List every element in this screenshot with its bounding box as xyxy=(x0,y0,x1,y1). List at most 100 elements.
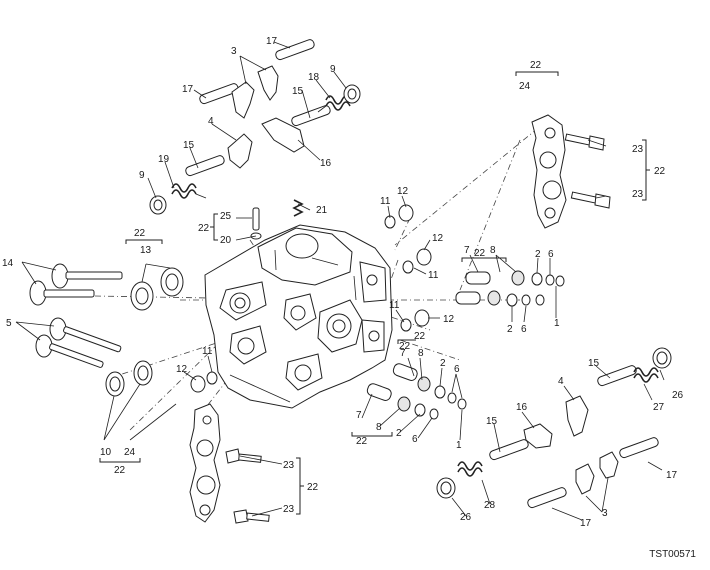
bolt-upper-1 xyxy=(564,133,605,151)
label-1: 1 xyxy=(456,440,462,451)
rocker-arm-3c xyxy=(575,463,595,495)
rocker-arm-4-lower xyxy=(565,395,589,437)
label-11: 11 xyxy=(389,300,400,311)
label-15: 15 xyxy=(588,358,600,369)
rocker-shaft-upper-c xyxy=(291,105,331,127)
tappet-group-lower xyxy=(392,363,467,410)
label-22: 22 xyxy=(114,465,126,476)
label-23: 23 xyxy=(283,460,295,471)
group-bracket-22-8 xyxy=(351,432,393,437)
label-22: 22 xyxy=(356,436,368,447)
label-22: 22 xyxy=(530,60,542,71)
label-8: 8 xyxy=(418,348,424,359)
tappet-group-upper-2 xyxy=(455,290,545,307)
label-5: 5 xyxy=(6,318,12,329)
label-23: 23 xyxy=(283,504,295,515)
label-11: 11 xyxy=(380,196,391,207)
cap-26-bottom xyxy=(436,477,456,499)
torsion-spring-19 xyxy=(171,183,207,199)
label-14: 14 xyxy=(2,258,14,269)
tappet-group-upper xyxy=(465,270,565,287)
cam-carrier-lower xyxy=(189,403,221,523)
label-22: 22 xyxy=(414,331,426,342)
torsion-spring-28 xyxy=(457,461,483,477)
rocker-arm-3d xyxy=(599,451,619,479)
label-15: 15 xyxy=(183,140,195,151)
seal-11-mid xyxy=(402,260,414,274)
label-1: 1 xyxy=(554,318,560,329)
label-18: 18 xyxy=(308,72,320,83)
label-28: 28 xyxy=(484,500,496,511)
rocker-shaft-lower-b xyxy=(619,437,659,459)
rocker-shaft-lower-a xyxy=(597,365,637,387)
rocker-shaft-lower-c xyxy=(489,439,529,461)
rocker-arm-3b xyxy=(257,65,279,101)
label-22: 22 xyxy=(307,482,319,493)
label-16: 16 xyxy=(320,158,332,169)
group-bracket-22-7 xyxy=(461,257,507,262)
exhaust-valve-1 xyxy=(49,317,122,353)
label-13: 13 xyxy=(140,245,152,256)
group-bracket-22-mid xyxy=(397,339,416,344)
cap-9-left xyxy=(149,195,167,215)
group-bracket-22-left xyxy=(99,458,141,463)
label-23: 23 xyxy=(632,144,644,155)
label-23: 23 xyxy=(632,189,644,200)
label-2: 2 xyxy=(396,428,402,439)
label-19: 19 xyxy=(158,154,170,165)
label-21: 21 xyxy=(316,205,328,216)
label-24: 24 xyxy=(519,81,531,92)
plug-12-mid xyxy=(416,248,432,266)
label-15: 15 xyxy=(486,416,498,427)
group-bracket-22-top xyxy=(515,71,559,76)
label-6: 6 xyxy=(412,434,418,445)
label-17: 17 xyxy=(182,84,194,95)
callout-labels: 3 17 17 15 18 9 4 16 15 19 9 21 25 22 20… xyxy=(2,36,684,529)
stud-25 xyxy=(250,207,262,240)
intake-valve-2 xyxy=(29,280,95,306)
label-26: 26 xyxy=(672,390,684,401)
label-3: 3 xyxy=(602,508,608,519)
label-12: 12 xyxy=(176,364,188,375)
bolt-lower-2 xyxy=(233,509,270,524)
bolt-upper-2 xyxy=(570,191,611,209)
label-10: 10 xyxy=(100,447,112,458)
rocker-arm-16-lower xyxy=(523,423,553,449)
cap-9-upper xyxy=(343,84,361,104)
rocker-arm-3a xyxy=(231,81,255,119)
label-26: 26 xyxy=(460,512,472,523)
label-15: 15 xyxy=(292,86,304,97)
plug-12-left xyxy=(190,375,206,393)
label-7: 7 xyxy=(464,245,470,256)
label-9: 9 xyxy=(330,64,336,75)
label-12: 12 xyxy=(397,186,409,197)
torsion-spring-27 xyxy=(633,367,659,383)
label-20: 20 xyxy=(220,235,232,246)
label-17: 17 xyxy=(666,470,678,481)
screw-21 xyxy=(292,199,304,217)
bolt-lower-1 xyxy=(225,448,262,464)
diagram-code: TST00571 xyxy=(649,549,696,560)
rocker-shaft-upper-a xyxy=(275,39,315,61)
label-11: 11 xyxy=(428,270,439,281)
label-22: 22 xyxy=(474,248,486,259)
label-4: 4 xyxy=(558,376,564,387)
label-2: 2 xyxy=(535,249,541,260)
rocker-shaft-lower-d xyxy=(527,487,567,509)
valve-seat-exhaust-2 xyxy=(133,360,153,386)
intake-valve-1 xyxy=(51,263,123,289)
label-22: 22 xyxy=(399,341,411,352)
label-27: 27 xyxy=(653,402,665,413)
label-6: 6 xyxy=(454,364,460,375)
label-17: 17 xyxy=(580,518,592,529)
group-bracket-22-13 xyxy=(125,239,163,244)
valve-seat-exhaust-1 xyxy=(105,371,125,397)
seal-11-left xyxy=(206,371,218,385)
label-22: 22 xyxy=(134,228,146,239)
label-11: 11 xyxy=(202,346,213,357)
rocker-arm-16 xyxy=(261,117,305,153)
cap-26-right xyxy=(652,347,672,369)
cylinder-head xyxy=(204,224,393,409)
group-bracket-22-lower xyxy=(296,457,304,515)
